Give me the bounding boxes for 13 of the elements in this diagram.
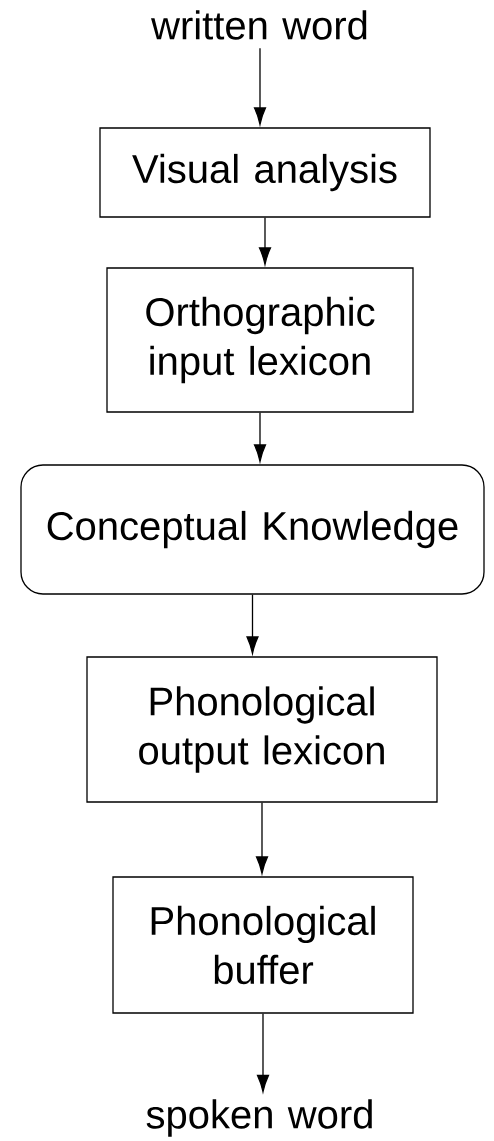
arrow [253,47,267,125]
process-box: Phonological buffer [112,876,414,1014]
rounded-box: Conceptual Knowledge [20,464,485,595]
terminal-text: written word [151,10,367,40]
process-box: Visual analysis [99,127,431,218]
arrow [253,412,267,462]
terminal-text: spoken word [146,1099,372,1137]
arrow [246,594,259,654]
process-box: Orthographic input lexicon [106,267,414,413]
arrow [255,802,269,874]
process-box: Phonological output lexicon [86,656,438,803]
arrow [258,217,272,265]
arrow [256,1013,270,1093]
